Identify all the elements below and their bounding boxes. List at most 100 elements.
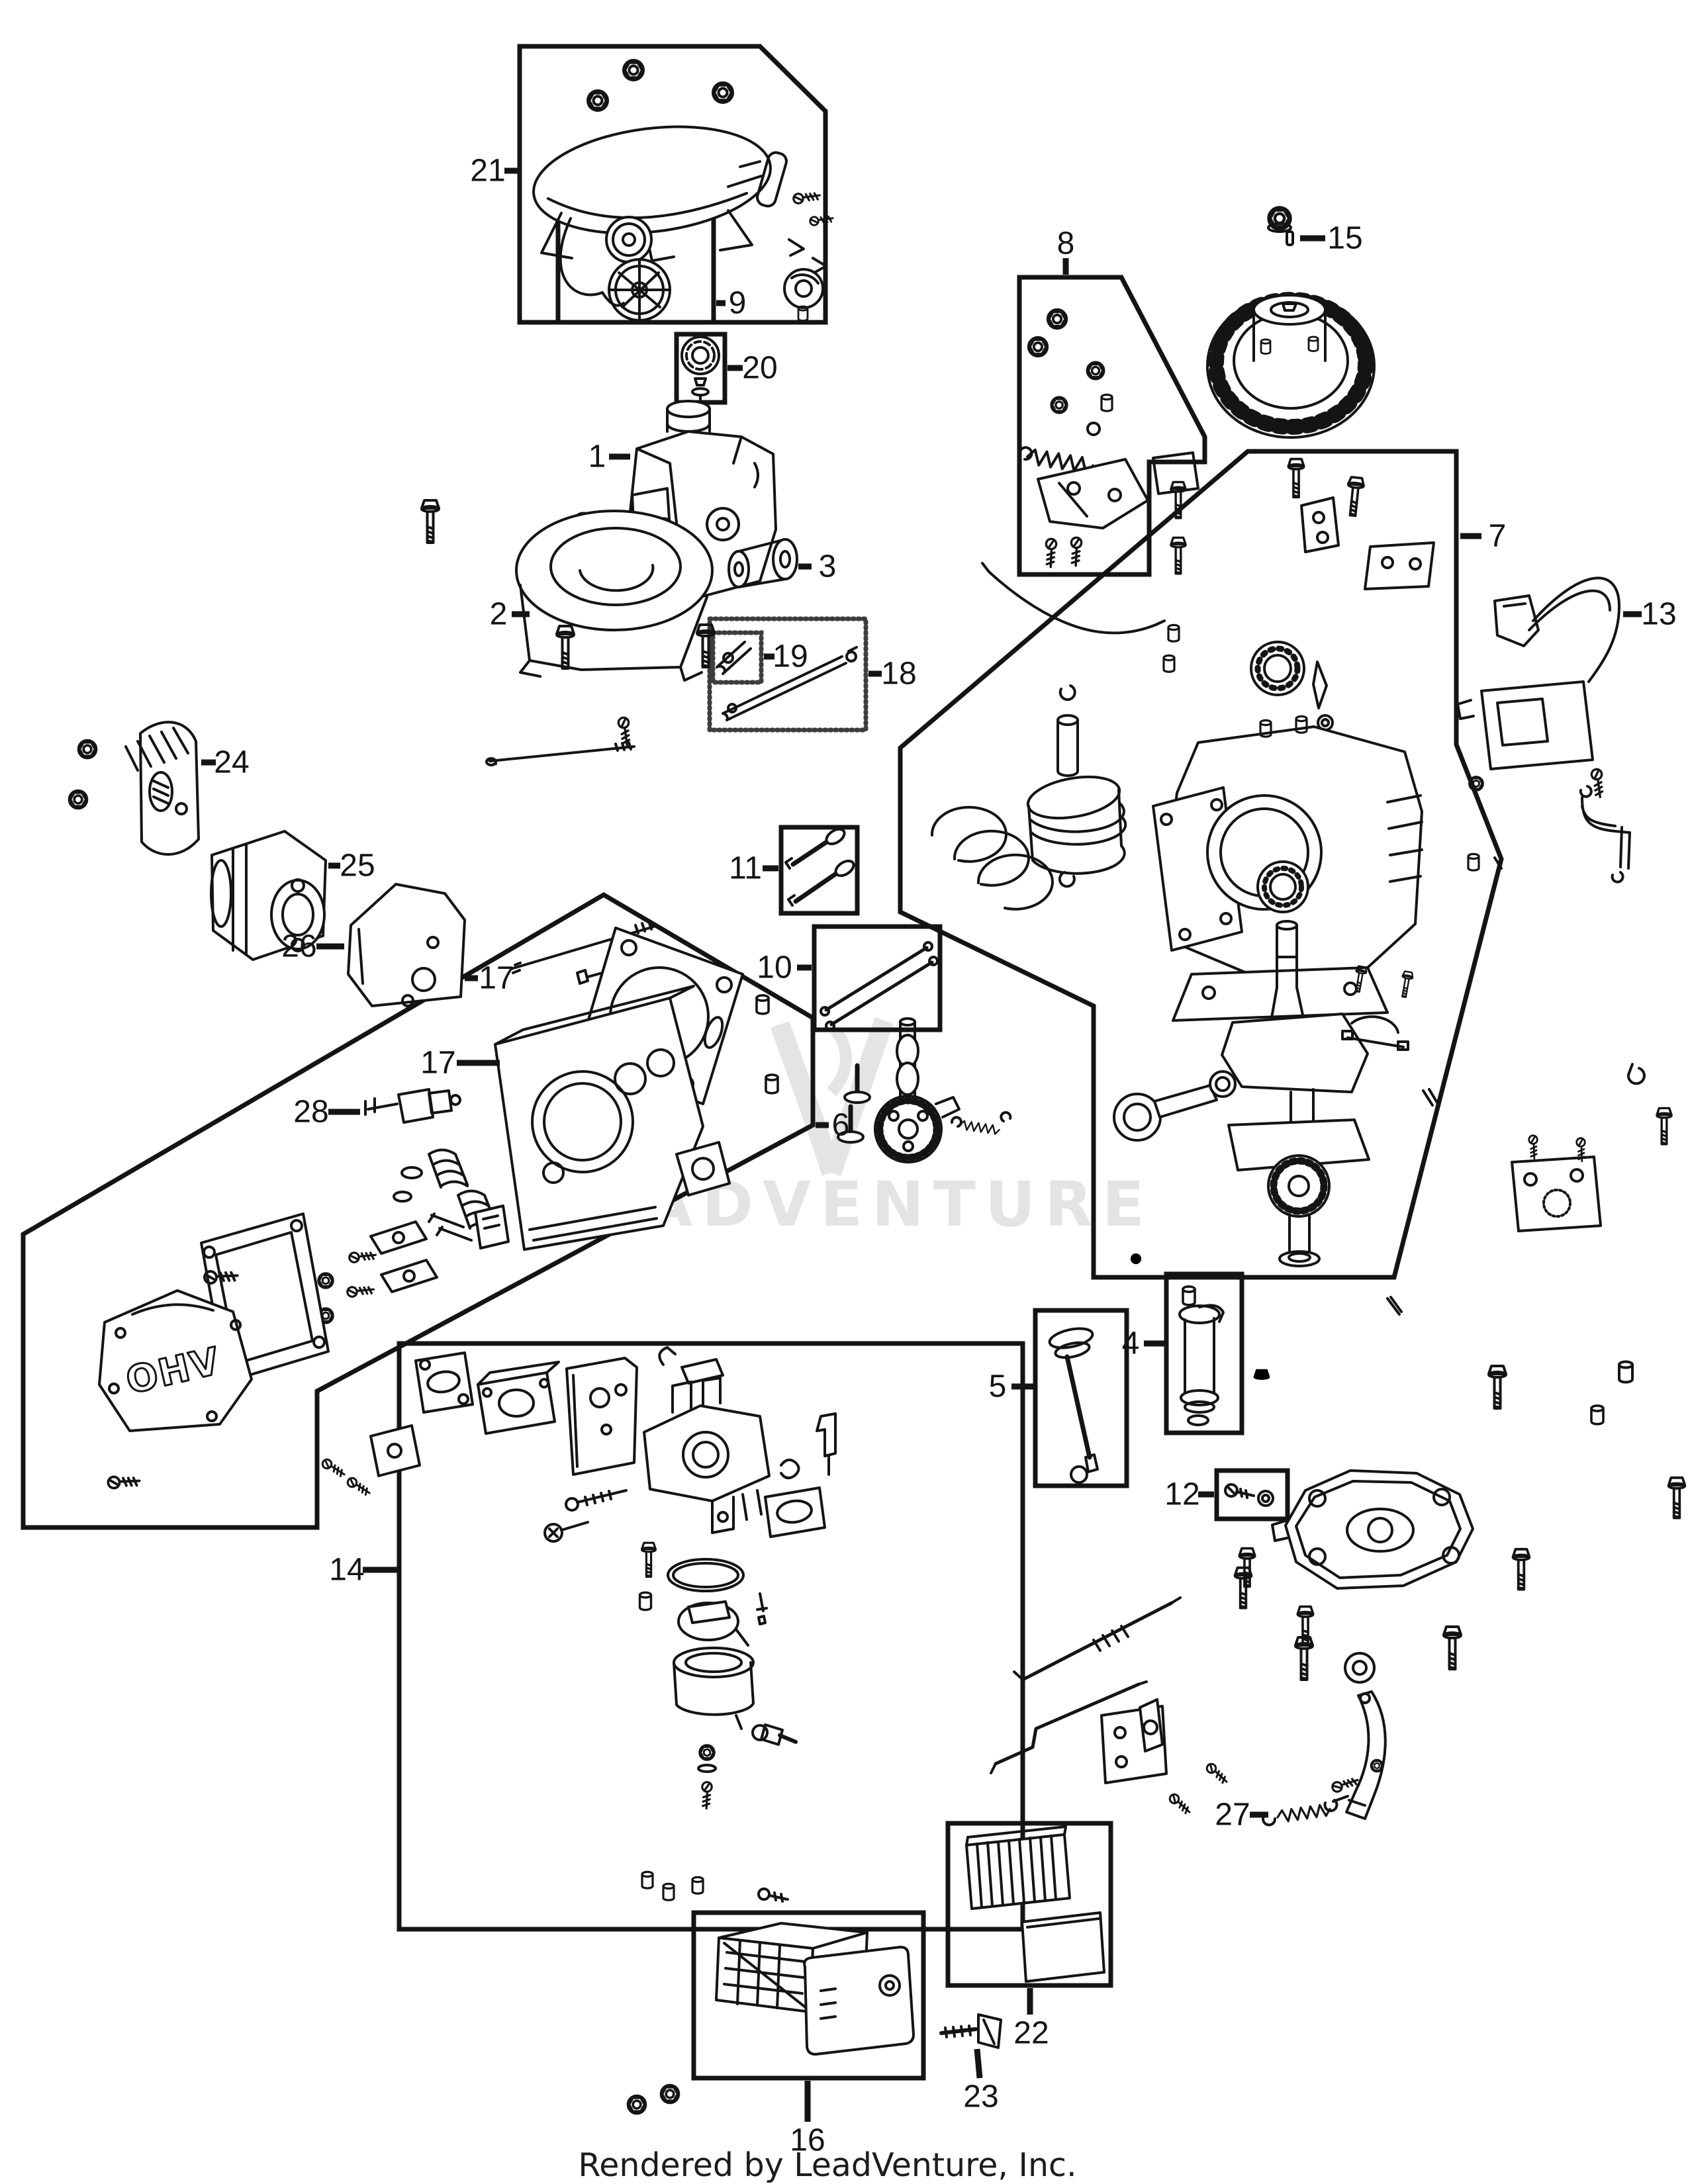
idle-mixture-screws — [543, 1489, 628, 1543]
svg-text:5: 5 — [989, 1369, 1007, 1404]
svg-text:28: 28 — [293, 1095, 328, 1130]
callout-28: 28 — [293, 1095, 360, 1130]
valves — [784, 827, 855, 907]
svg-text:16: 16 — [790, 2123, 825, 2158]
ignition-coil — [1456, 576, 1631, 884]
part-box-5-dipstick — [1033, 1308, 1129, 1488]
oil-seal-bracket — [1511, 1133, 1602, 1232]
svg-text:17: 17 — [479, 961, 514, 996]
svg-text:6: 6 — [832, 1108, 850, 1143]
callout-17: 17 — [420, 1046, 500, 1081]
mounting-bolts — [420, 499, 716, 766]
oil-pan-assembly — [1233, 1063, 1687, 1827]
svg-text:2: 2 — [490, 597, 508, 632]
callout-15: 15 — [1300, 221, 1363, 256]
callout-18: 18 — [868, 657, 917, 692]
callout-27: 27 — [1215, 1797, 1268, 1833]
svg-text:18: 18 — [881, 657, 916, 692]
callout-8: 8 — [1057, 226, 1075, 275]
svg-text:8: 8 — [1057, 226, 1075, 261]
push-rods — [820, 941, 939, 1031]
float-bowl — [673, 1647, 755, 1730]
svg-text:1: 1 — [588, 439, 606, 475]
carb-fuel-fitting — [816, 1412, 837, 1476]
oil-fill-tube — [1178, 1285, 1225, 1426]
callout-26: 26 — [281, 929, 344, 964]
svg-text:14: 14 — [329, 1553, 364, 1588]
callout-4: 4 — [1122, 1326, 1165, 1361]
callout-2: 2 — [490, 597, 530, 632]
part-box-18-fuel-line-long — [707, 616, 868, 733]
thumb-screw — [939, 2013, 1002, 2049]
air-filter-kit — [965, 1825, 1105, 1983]
cylinder-block — [1152, 715, 1423, 1022]
callout-24: 24 — [201, 745, 250, 780]
fuel-line-short — [716, 641, 752, 675]
cylinder-head-assembly: OHV — [98, 920, 779, 1497]
svg-text:15: 15 — [1327, 221, 1362, 256]
flywheel — [1206, 208, 1376, 439]
callout-23: 23 — [963, 2048, 999, 2115]
grouping-boxes — [21, 44, 1504, 2081]
callout-9: 9 — [716, 286, 746, 321]
svg-text:25: 25 — [340, 848, 375, 884]
part-box-6-cylinder-head — [21, 891, 816, 1530]
svg-text:23: 23 — [963, 2079, 998, 2115]
air-cleaner-cover — [803, 1946, 915, 2056]
svg-text:20: 20 — [742, 351, 777, 386]
rocker-arms — [317, 1205, 510, 1324]
valve-cover: OHV — [98, 1289, 253, 1432]
air-cleaner-assembly — [626, 1870, 915, 2115]
carburetor-body — [643, 1346, 771, 1534]
carb-spacer — [477, 1361, 560, 1435]
carburetor-assembly — [414, 1346, 837, 1811]
callout-12: 12 — [1164, 1477, 1214, 1512]
carb-float — [677, 1600, 749, 1647]
callout-5: 5 — [989, 1369, 1034, 1404]
crankshaft — [1221, 860, 1370, 1267]
callout-20: 20 — [727, 351, 778, 386]
svg-text:17: 17 — [420, 1046, 455, 1081]
svg-text:4: 4 — [1122, 1326, 1140, 1361]
callout-13: 13 — [1623, 597, 1677, 632]
part-box-8-control-bracket — [1017, 275, 1207, 577]
muffler-heat-shield — [347, 883, 466, 1007]
starter-pulley-kit — [601, 216, 671, 322]
bowl-o-ring — [667, 1558, 745, 1592]
callout-19: 19 — [764, 639, 808, 674]
muffler-guard — [68, 721, 200, 856]
tappets — [837, 1063, 871, 1144]
carb-heat-shield-plate — [565, 1357, 638, 1476]
cylinder-crankcase-assembly — [930, 457, 1503, 1267]
svg-text:12: 12 — [1164, 1477, 1199, 1512]
camshaft-assembly — [837, 1017, 1012, 1163]
callout-6: 6 — [816, 1108, 849, 1143]
svg-text:21: 21 — [470, 154, 505, 189]
callout-14: 14 — [329, 1553, 397, 1588]
part-box-22-air-filter — [945, 1821, 1113, 1988]
starter-pawl-kit — [783, 268, 824, 322]
starter-handle — [727, 151, 788, 208]
callout-7: 7 — [1460, 519, 1506, 554]
piston — [1026, 684, 1127, 888]
part-box-19-fuel-line-short — [710, 630, 764, 685]
callout-17: 17 — [465, 961, 514, 996]
blower-housing — [515, 510, 714, 682]
svg-text:22: 22 — [1013, 2016, 1049, 2051]
engine-mount-bolts — [1162, 480, 1187, 673]
part-box-12-screw-washer — [1214, 1468, 1290, 1522]
svg-text:13: 13 — [1641, 597, 1676, 632]
governor-arm — [1345, 1690, 1387, 1820]
svg-text:11: 11 — [729, 851, 762, 886]
muffler — [210, 830, 327, 961]
fuel-line-long — [722, 646, 858, 721]
footer-credit: Rendered by LeadVenture, Inc. — [578, 2146, 1076, 2184]
callout-3: 3 — [798, 549, 836, 584]
callout-1: 1 — [588, 439, 630, 475]
brake-cable — [981, 562, 1166, 635]
svg-text:19: 19 — [773, 639, 808, 674]
svg-text:26: 26 — [281, 929, 316, 964]
callout-25: 25 — [328, 848, 375, 884]
svg-text:3: 3 — [819, 549, 837, 584]
svg-text:27: 27 — [1215, 1797, 1250, 1833]
